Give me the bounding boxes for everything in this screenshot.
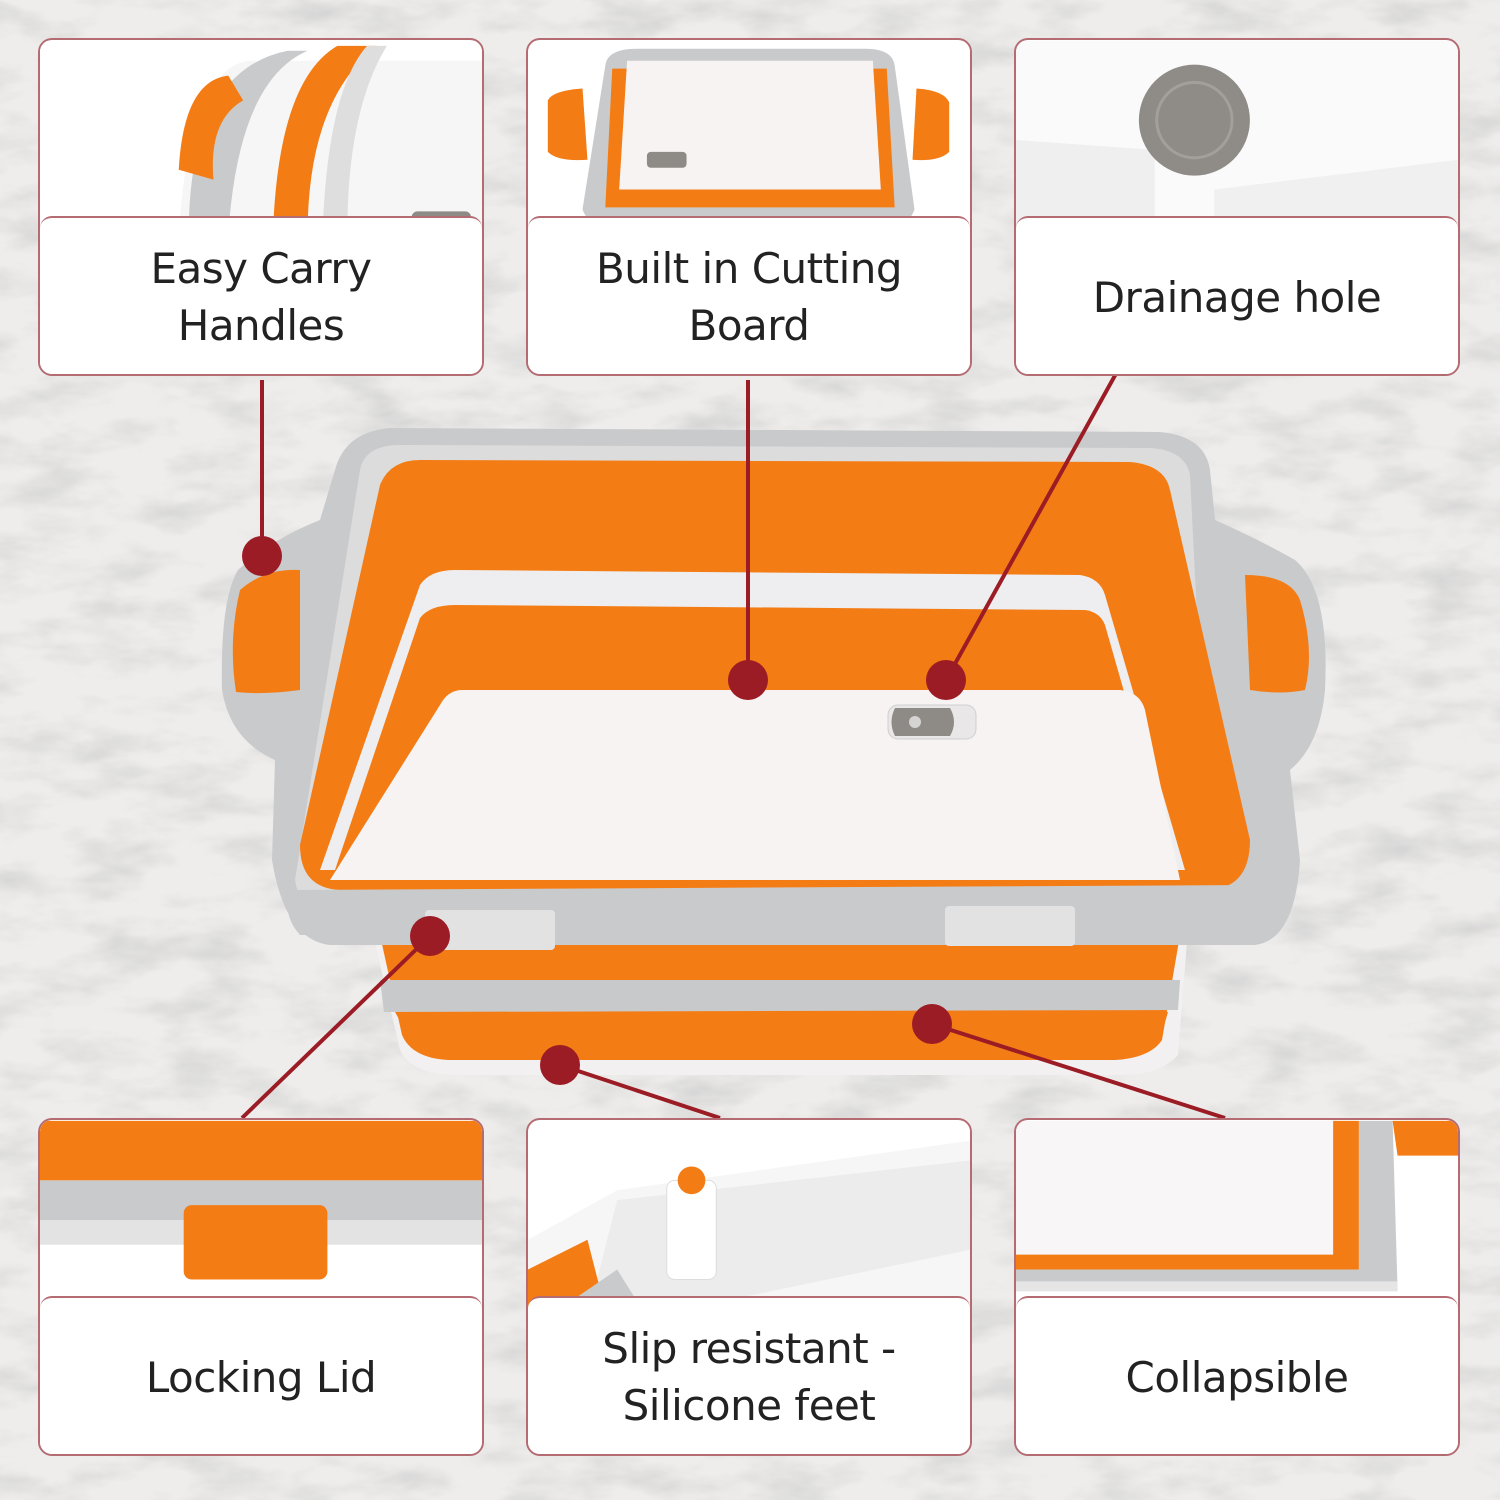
card-label-box: Locking Lid: [40, 1296, 482, 1454]
card-label-box: Collapsible: [1016, 1296, 1458, 1454]
collapsed-tub-photo: [1016, 1120, 1458, 1318]
label-easy-carry-handles: Easy Carry Handles: [150, 244, 372, 350]
card-label-box: Slip resistant - Silicone feet: [528, 1296, 970, 1454]
locking-clip-photo: [40, 1120, 482, 1318]
feature-card-locking-lid: Locking Lid: [38, 1118, 484, 1456]
handle-closeup-photo: [40, 40, 482, 236]
label-built-in-cutting-board: Built in Cutting Board: [595, 244, 903, 350]
label-slip-resistant-silicone-feet: Slip resistant - Silicone feet: [602, 1324, 896, 1430]
feature-card-silicone-feet: Slip resistant - Silicone feet: [526, 1118, 972, 1456]
card-label-box: Easy Carry Handles: [40, 216, 482, 374]
card-label-box: Drainage hole: [1016, 216, 1458, 374]
feature-card-built-in-cutting-board: Built in Cutting Board: [526, 38, 972, 376]
cutting-board-photo: [528, 40, 970, 236]
card-label-box: Built in Cutting Board: [528, 216, 970, 374]
silicone-feet-photo: [528, 1120, 970, 1318]
feature-card-easy-carry-handles: Easy Carry Handles: [38, 38, 484, 376]
feature-card-collapsible: Collapsible: [1014, 1118, 1460, 1456]
feature-card-drainage-hole: Drainage hole: [1014, 38, 1460, 376]
label-locking-lid: Locking Lid: [145, 1352, 377, 1402]
drain-plug-photo: [1016, 40, 1458, 236]
label-drainage-hole: Drainage hole: [1092, 272, 1382, 322]
label-collapsible: Collapsible: [1125, 1352, 1349, 1402]
